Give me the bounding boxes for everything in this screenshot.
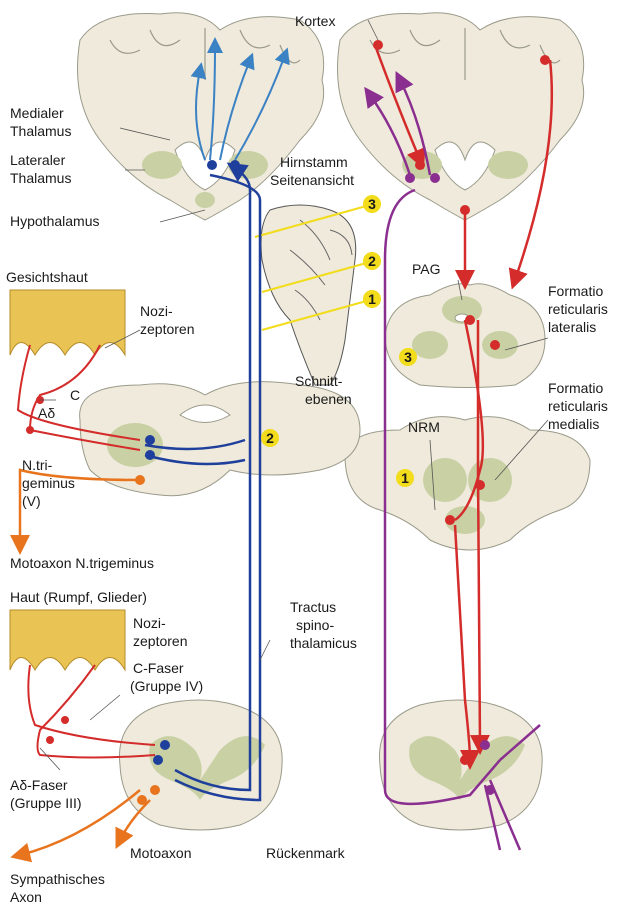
label-formatio-lat-2: reticularis: [548, 301, 608, 317]
label-nrm: NRM: [408, 419, 440, 435]
facial-skin: [10, 290, 125, 355]
label-tractus-2: spino-: [296, 617, 334, 633]
section-1-medulla: [345, 417, 590, 550]
label-formatio-lat-3: lateralis: [548, 319, 596, 335]
marker-1: 1: [368, 291, 376, 307]
label-nozizeptoren-1a: Nozi-: [140, 303, 173, 319]
label-formatio-med-2: reticularis: [548, 398, 608, 414]
label-rueckenmark: Rückenmark: [266, 845, 346, 861]
marker-3: 3: [368, 196, 376, 212]
label-tractus-1: Tractus: [290, 599, 336, 615]
left-spinal-cord: [120, 700, 283, 830]
label-sympathisches-1: Sympathisches: [10, 871, 105, 887]
label-medialer-thalamus-1: Medialer: [10, 105, 64, 121]
label-n-trigeminus-3: (V): [22, 493, 41, 509]
label-c: C: [70, 387, 80, 403]
brainstem-side-view: [255, 205, 370, 385]
label-nozizeptoren-2a: Nozi-: [133, 615, 166, 631]
left-brain-section: [78, 13, 324, 220]
section-3-midbrain: [385, 284, 545, 388]
label-tractus-3: thalamicus: [290, 635, 357, 651]
label-nozizeptoren-1b: zeptoren: [140, 321, 194, 337]
section-1-marker: 1: [401, 470, 409, 486]
label-a-delta: Aδ: [38, 405, 55, 421]
body-skin: [10, 610, 125, 670]
label-c-faser-1: C-Faser: [133, 660, 184, 676]
label-kortex: Kortex: [295, 13, 335, 29]
label-medialer-thalamus-2: Thalamus: [10, 123, 71, 139]
label-schnittebenen-2: ebenen: [305, 391, 352, 407]
label-motoaxon-trigeminus: Motoaxon N.trigeminus: [10, 555, 154, 571]
label-lateraler-thalamus-2: Thalamus: [10, 170, 71, 186]
marker-2: 2: [368, 253, 376, 269]
right-spinal-cord: [380, 700, 543, 830]
label-a-delta-faser-1: Aδ-Faser: [10, 777, 68, 793]
label-schnittebenen-1: Schnitt-: [295, 373, 343, 389]
label-formatio-med-3: medialis: [548, 416, 599, 432]
section-2-marker: 2: [266, 430, 274, 446]
label-haut: Haut (Rumpf, Glieder): [10, 589, 147, 605]
label-lateraler-thalamus-1: Lateraler: [10, 152, 66, 168]
label-c-faser-2: (Gruppe IV): [130, 678, 203, 694]
label-formatio-lat-1: Formatio: [548, 283, 603, 299]
label-pag: PAG: [412, 261, 441, 277]
section-3-marker: 3: [404, 349, 412, 365]
label-nozizeptoren-2b: zeptoren: [133, 633, 187, 649]
label-motoaxon: Motoaxon: [130, 845, 191, 861]
label-gesichtshaut: Gesichtshaut: [6, 269, 88, 285]
label-sympathisches-2: Axon: [10, 889, 42, 905]
label-n-trigeminus-1: N.tri-: [22, 457, 53, 473]
label-a-delta-faser-2: (Gruppe III): [10, 795, 82, 811]
label-hirnstamm-2: Seitenansicht: [270, 172, 354, 188]
label-hirnstamm-1: Hirnstamm: [280, 154, 348, 170]
label-n-trigeminus-2: geminus: [22, 475, 75, 491]
label-hypothalamus: Hypothalamus: [10, 213, 100, 229]
label-formatio-med-1: Formatio: [548, 380, 603, 396]
